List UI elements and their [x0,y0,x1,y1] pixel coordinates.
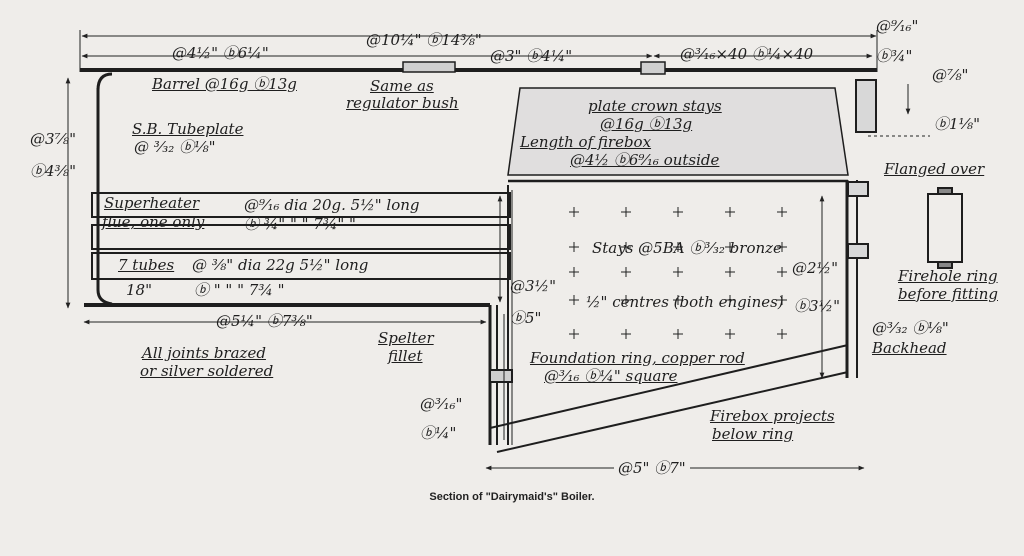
barrel-seg-left-label: @4½" ⓑ6¼" [172,44,269,62]
all-joints-label: All joints brazed [142,344,266,362]
stay-mark [777,267,787,277]
eighteen-label: 18" [126,281,152,299]
regulator-housing [847,79,877,259]
stays-label: Stays @5BA ⓑ³⁄₃₂ bronze [592,239,782,257]
tubes-a-label: @ ⅜" dia 22g 5½" long [192,256,369,274]
backhead-label: Backhead [872,339,947,357]
bottom-dim-label: @5" ⓑ7" [614,460,690,476]
flue-one-only-label: flue, one only [102,213,205,231]
stay-mark [673,242,683,252]
stay-mark [673,207,683,217]
superheater-label: Superheater [104,194,200,212]
stay-mark [673,267,683,277]
ring-dim-a-label: @³⁄₁₆" [420,395,463,413]
stay-mark [569,207,579,217]
overall-length-label: @10¼" ⓑ14⅜" [366,31,482,49]
stay-mark [777,295,787,305]
flanged-over-label: Flanged over [884,160,985,178]
ring-dim-b-label: ⓑ¼" [420,424,457,442]
stay-mark [725,242,735,252]
firehole-ring [927,187,963,269]
tubes-b-label: ⓑ " " " 7¾ " [194,281,285,299]
sb-tubeplate-label: S.B. Tubeplate [132,120,244,138]
stay-mark [673,329,683,339]
stay-mark [569,295,579,305]
stay-grid [569,207,787,339]
regulator-bush-label: regulator bush [346,94,459,112]
stay-mark [725,207,735,217]
stay-mark [725,295,735,305]
spelter-label: Spelter [378,329,434,347]
foundation-size-label: @³⁄₁₆ ⓑ¼" square [544,367,678,385]
superheater-b-label: ⓑ ¾" " " 7¾" " [244,215,356,233]
firebox-projects-label: Firebox projects [710,407,835,425]
barrel-label: Barrel @16g ⓑ13g [152,75,297,93]
length-of-firebox-label: Length of firebox [520,133,652,151]
stay-mark [777,242,787,252]
backhead-thickness-label: @³⁄₃₂ ⓑ⅛" [872,319,949,337]
dome-side-label: ⓑ¾" [876,47,913,65]
figure-caption: Section of "Dairymaid's" Boiler. [429,491,595,503]
flue-tubes [91,192,511,280]
dome-bush [402,61,666,75]
same-as-label: Same as [370,77,434,95]
stay-mark [569,242,579,252]
firebox-dim-a-label: @2½" [792,259,838,277]
plate-crown-stays-label: plate crown stays [588,97,722,115]
left-dim-a-label: @3⅞" [30,130,76,148]
stay-mark [569,267,579,277]
firehole-ring-label: Firehole ring [898,267,998,285]
lower-barrel-label: @5¼" ⓑ7⅜" [216,312,313,330]
tubeplate-gauge-label: @ ³⁄₃₂ ⓑ⅛" [134,138,216,156]
dimension-lines [65,30,930,471]
left-dim-b-label: ⓑ4⅜" [30,162,76,180]
firebox-dim-b-label: ⓑ3½" [794,297,840,315]
stay-mark [725,329,735,339]
barrel-seg-mid-label: @3" ⓑ4¼" [490,47,573,65]
stay-mark [621,329,631,339]
tube-dim-a-label: @3½" [510,277,556,295]
stay-mark [621,207,631,217]
fillet-label: fillet [388,347,423,365]
below-ring-label: below ring [712,425,794,443]
foundation-ring [489,344,849,453]
stay-mark [725,267,735,277]
dome-bush-label: @³⁄₁₆×40 ⓑ¼×40 [680,45,814,63]
top-right-dim-label: @⁹⁄₁₆" [876,17,919,35]
stay-mark [621,267,631,277]
silver-soldered-label: or silver soldered [140,362,274,380]
centres-label: ½" centres (both engines) [586,293,784,311]
foundation-ring-label: Foundation ring, copper rod [530,349,745,367]
side-1-1-8-label: ⓑ1⅛" [934,115,980,133]
firebox-length-value: @4½ ⓑ6⁹⁄₁₆ outside [570,151,720,169]
stay-mark [621,242,631,252]
stay-mark [569,329,579,339]
stay-mark [777,329,787,339]
before-fitting-label: before fitting [898,285,998,303]
superheater-a-label: @⁹⁄₁₆ dia 20g. 5½" long [244,196,420,214]
crown-gauge-label: @16g ⓑ13g [600,115,693,133]
stay-mark [621,295,631,305]
stay-mark [673,295,683,305]
tube-dim-b-label: ⓑ5" [510,309,542,327]
stay-mark [777,207,787,217]
firebox-crown [507,87,849,183]
side-7-8-label: @⅞" [932,66,969,84]
seven-tubes-label: 7 tubes [118,256,175,274]
